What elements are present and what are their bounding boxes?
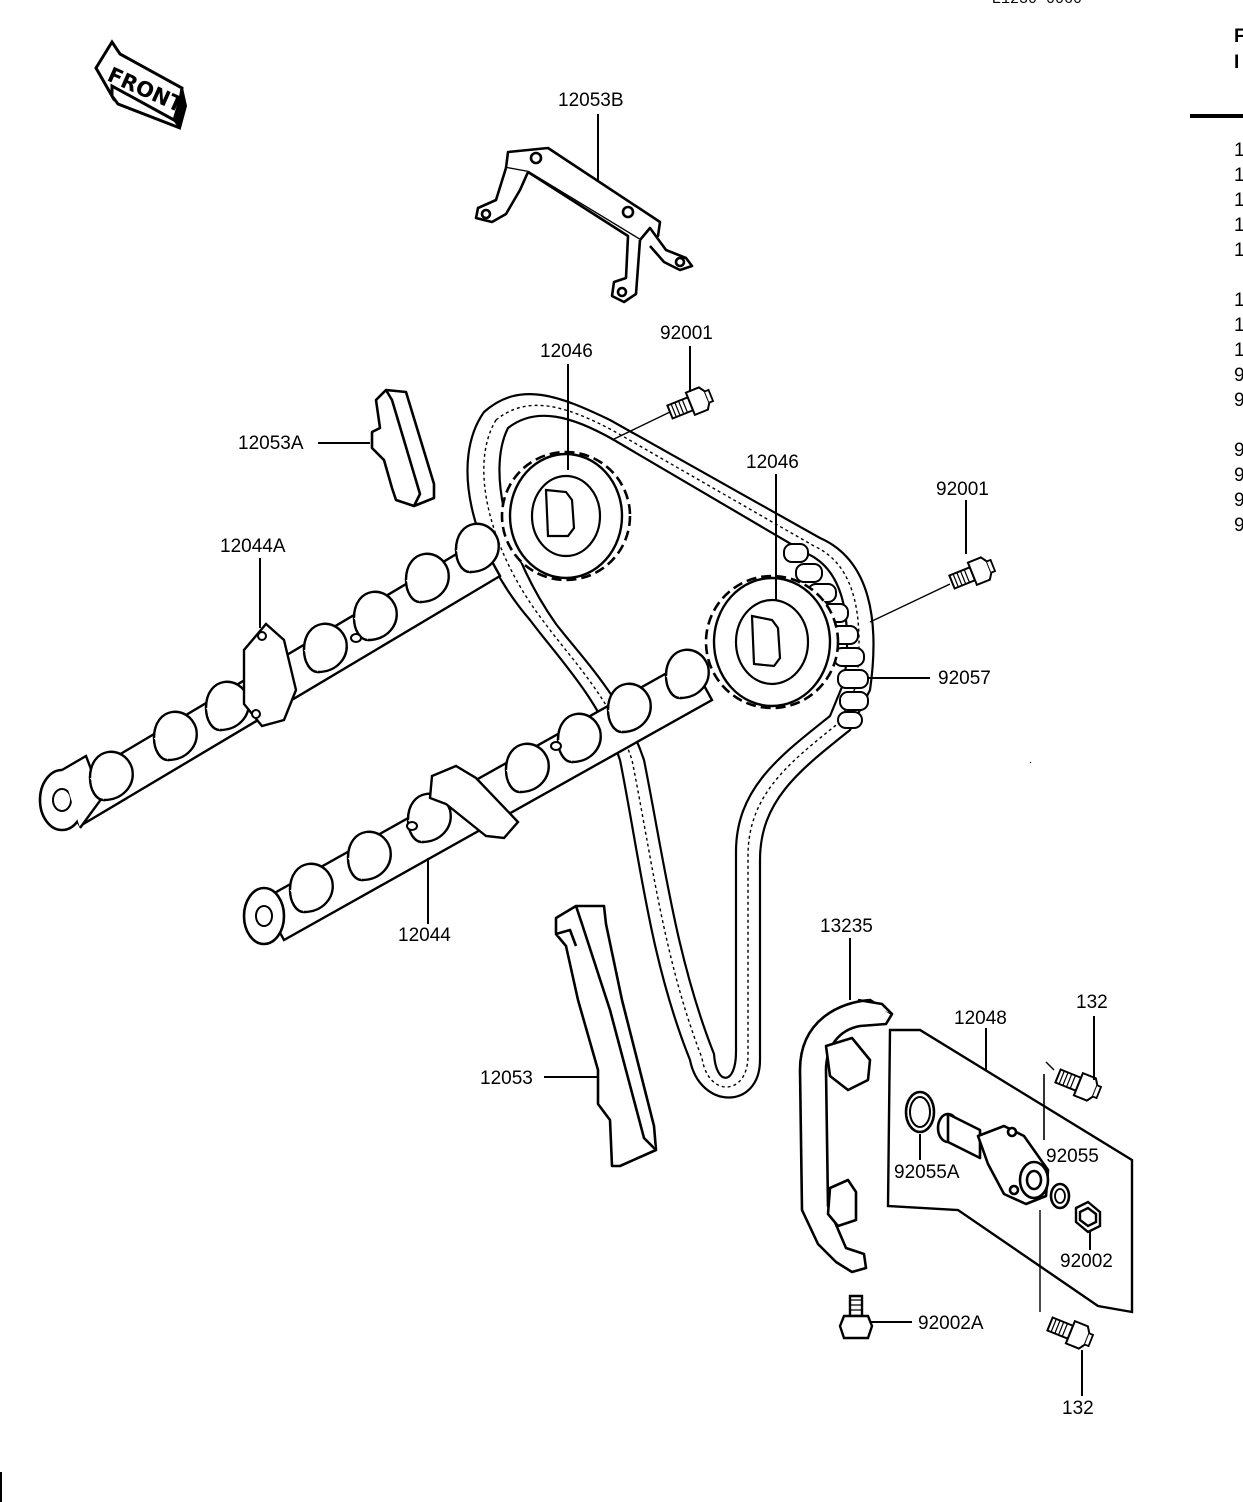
- edge-glyph: 9: [1234, 490, 1243, 511]
- edge-glyph: 1: [1234, 165, 1243, 186]
- edge-glyph: 9: [1234, 390, 1243, 411]
- edge-glyph: 9: [1234, 515, 1243, 536]
- label-12044A: 12044A: [220, 536, 286, 557]
- edge-glyph: 1: [1234, 140, 1243, 161]
- bolt-132-top: [1052, 1063, 1105, 1105]
- label-92057: 92057: [938, 668, 991, 689]
- edge-glyph: I: [1234, 52, 1240, 73]
- label-12046-right: 12046: [746, 452, 799, 473]
- label-92001-top: 92001: [660, 323, 713, 344]
- label-12046-left: 12046: [540, 341, 593, 362]
- sprocket-left-12046: [500, 450, 632, 582]
- edge-glyph: 1: [1234, 340, 1243, 361]
- label-92055A: 92055A: [894, 1162, 960, 1183]
- washer-92055: [1049, 1182, 1071, 1210]
- label-92002A: 92002A: [918, 1313, 984, 1334]
- bolt-92002A: [838, 1294, 874, 1340]
- label-12053B: 12053B: [558, 90, 624, 111]
- edge-glyph: 1: [1234, 290, 1243, 311]
- label-132-top: 132: [1076, 992, 1108, 1013]
- label-12053: 12053: [480, 1068, 533, 1089]
- o-ring-92055A: [904, 1090, 936, 1134]
- cam-chain-92057: [466, 393, 875, 1099]
- label-12053A: 12053A: [238, 433, 304, 454]
- edge-glyph: 1: [1234, 240, 1243, 261]
- label-132-bottom: 132: [1062, 1398, 1094, 1419]
- edge-glyph: 1: [1234, 190, 1243, 211]
- label-92002: 92002: [1060, 1251, 1113, 1272]
- upper-bracket-12053B: [474, 146, 694, 304]
- label-13235: 13235: [820, 916, 873, 937]
- tensioner-body: [936, 1112, 1050, 1206]
- label-12048: 12048: [954, 1008, 1007, 1029]
- edge-glyph: 1: [1234, 215, 1243, 236]
- front-arrow: FRONT: [94, 39, 188, 131]
- camshaft-12044: [242, 648, 714, 946]
- tensioner-box-12048: [886, 1028, 1134, 1314]
- camshaft-12044A: [38, 522, 502, 832]
- edge-glyph: 9: [1234, 365, 1243, 386]
- bolt-92001-right: [946, 553, 999, 595]
- bolt-132-bottom: [1044, 1311, 1097, 1353]
- diagram-code: E1230-0060: [992, 0, 1082, 8]
- upper-guide-12053A: [370, 388, 436, 508]
- chain-guide-12053: [554, 904, 658, 1168]
- label-92001-right: 92001: [936, 479, 989, 500]
- tensioner-guide-13235: [798, 998, 894, 1274]
- edge-glyph: 1: [1234, 315, 1243, 336]
- edge-glyph: F: [1234, 26, 1243, 47]
- edge-glyph: 9: [1234, 440, 1243, 461]
- edge-glyph: 9: [1234, 465, 1243, 486]
- label-12044: 12044: [398, 925, 451, 946]
- label-92055: 92055: [1046, 1146, 1099, 1167]
- sprocket-right-12046: [704, 574, 840, 710]
- cap-bolt-92002: [1074, 1200, 1102, 1234]
